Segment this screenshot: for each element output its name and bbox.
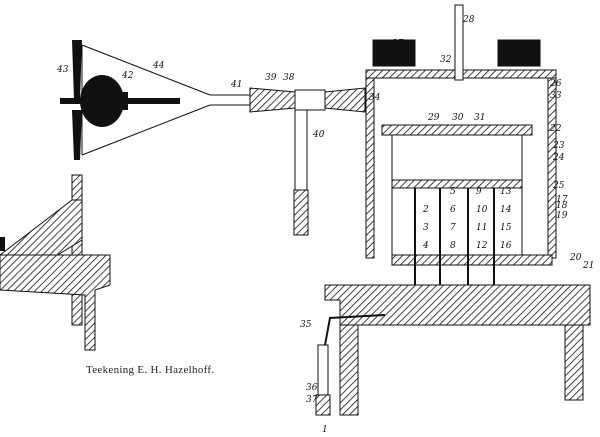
main-chamber [365, 4, 557, 266]
label: 11 [476, 223, 487, 233]
connecting-pipe [249, 87, 366, 236]
label: 19 [556, 211, 568, 221]
label: 29 [427, 113, 440, 123]
label: 5 [450, 187, 456, 197]
label: 25 [552, 181, 565, 191]
label: 2 [422, 205, 429, 215]
label: 17 [556, 195, 568, 205]
label: 18 [556, 201, 568, 211]
label: 8 [450, 241, 456, 251]
label: 36 [306, 383, 318, 393]
label: 22 [549, 124, 562, 134]
label: 40 [312, 130, 325, 140]
label: 28 [462, 15, 475, 25]
label: 15 [500, 223, 512, 233]
support-stand [0, 174, 111, 351]
part-labels: 1 2 3 4 5 6 7 8 9 10 11 12 13 14 15 16 1… [56, 15, 594, 435]
label: 41 [230, 80, 242, 90]
label: 44 [152, 61, 165, 71]
label: 24 [552, 153, 565, 163]
label: 10 [476, 205, 488, 215]
label: 21 [582, 261, 594, 271]
label: 26 [549, 79, 562, 89]
label: 27 [391, 39, 404, 49]
label: 4 [422, 241, 429, 251]
label: 12 [476, 241, 488, 251]
label: 33 [550, 91, 562, 101]
label: 20 [569, 253, 582, 263]
label: 6 [450, 205, 456, 215]
label: 7 [450, 223, 456, 233]
label: 3 [423, 223, 429, 233]
label: 9 [476, 187, 482, 197]
label: 34 [369, 93, 381, 103]
label: 38 [283, 73, 295, 83]
label: 31 [474, 113, 485, 123]
label: 35 [300, 320, 312, 330]
label: 1 [322, 425, 328, 435]
label: 13 [500, 187, 512, 197]
label: 32 [440, 55, 452, 65]
label: 23 [552, 141, 565, 151]
base-frame [324, 284, 591, 416]
drawing-credit: Teekening E. H. Hazelhoff. [86, 364, 214, 376]
drain-tube [315, 314, 386, 416]
label: 42 [121, 71, 134, 81]
label: 14 [500, 205, 512, 215]
label: 43 [56, 65, 69, 75]
label: 16 [500, 241, 512, 251]
fan-assembly [60, 40, 180, 160]
label: 30 [452, 113, 464, 123]
funnel-hood [81, 44, 250, 156]
label: 37 [306, 395, 318, 405]
label: 39 [265, 73, 277, 83]
